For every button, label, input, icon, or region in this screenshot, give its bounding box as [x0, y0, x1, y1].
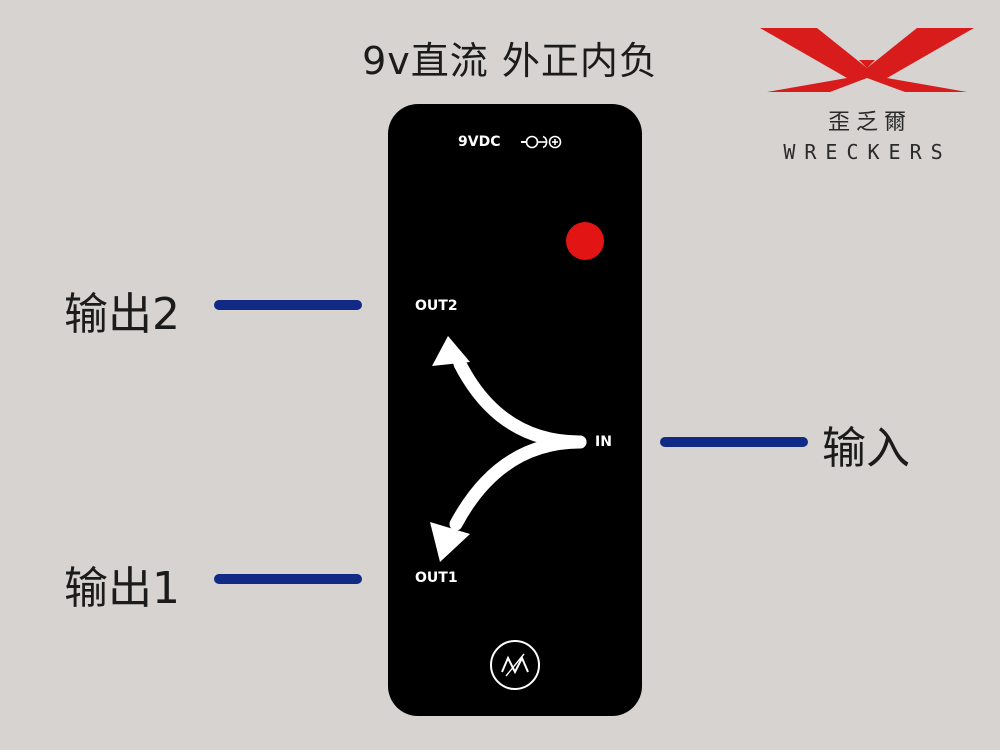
- out2-jack-label: OUT2: [415, 298, 458, 314]
- logo-chinese-text: 歪乏爾: [827, 110, 912, 135]
- center-negative-polarity-icon: [521, 135, 562, 149]
- wreckers-w-emblem-icon: [490, 640, 540, 690]
- status-led: [566, 222, 604, 260]
- power-label: 9VDC: [458, 134, 501, 150]
- input-label: 输入: [822, 423, 910, 474]
- in-connector-line: [660, 437, 808, 447]
- page-title: 9v直流 外正内负: [362, 39, 658, 83]
- logo-x-mark-icon: [760, 28, 974, 92]
- logo-english-text: WRECKERS: [783, 140, 952, 164]
- wreckers-logo: 歪乏爾 WRECKERS: [755, 20, 980, 170]
- out1-jack-label: OUT1: [415, 570, 458, 586]
- pedal-enclosure: 9VDC OUT2 OUT1 IN: [388, 104, 642, 716]
- output2-label: 输出2: [64, 289, 180, 340]
- out1-connector-line: [214, 574, 362, 584]
- in-jack-label: IN: [595, 434, 612, 450]
- out2-connector-line: [214, 300, 362, 310]
- signal-split-arrows-icon: [430, 336, 587, 562]
- output1-label: 输出1: [64, 563, 180, 614]
